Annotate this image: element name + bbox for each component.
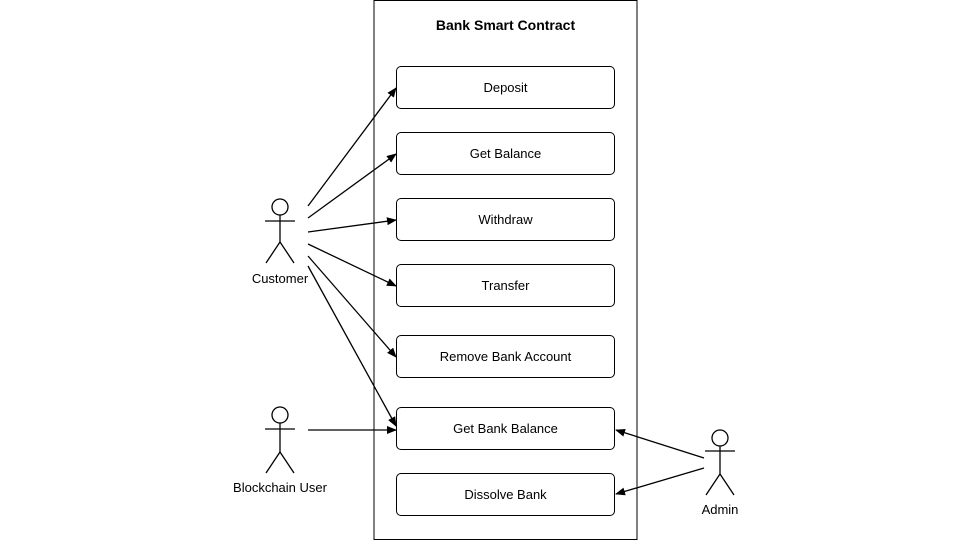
use-case-get-balance: Get Balance: [396, 132, 615, 175]
assoc-customer-get-bank-balance: [307, 265, 397, 427]
use-case-dissolve-bank: Dissolve Bank: [396, 473, 615, 516]
assoc-admin-dissolve-bank: [615, 467, 705, 496]
assoc-customer-get-balance: [307, 153, 397, 219]
use-case-deposit: Deposit: [396, 66, 615, 109]
assoc-admin-get-bank-balance: [615, 428, 705, 459]
use-case-get-bank-balance: Get Bank Balance: [396, 407, 615, 450]
assoc-customer-withdraw: [307, 217, 397, 233]
assoc-customer-deposit: [307, 87, 397, 207]
use-case-transfer: Transfer: [396, 264, 615, 307]
actor-customer-figure: [265, 198, 295, 264]
actor-customer-label: Customer: [251, 271, 309, 286]
system-title: Bank Smart Contract: [435, 17, 576, 33]
use-case-withdraw: Withdraw: [396, 198, 615, 241]
use-case-remove-bank-account: Remove Bank Account: [396, 335, 615, 378]
actor-admin-figure: [705, 429, 735, 496]
actor-blockchain-user-figure: [265, 406, 295, 474]
assoc-customer-transfer: [307, 243, 397, 287]
actor-admin-label: Admin: [701, 502, 739, 517]
assoc-customer-remove-bank-account: [307, 255, 397, 358]
actor-blockchain-user-label: Blockchain User: [233, 480, 327, 495]
